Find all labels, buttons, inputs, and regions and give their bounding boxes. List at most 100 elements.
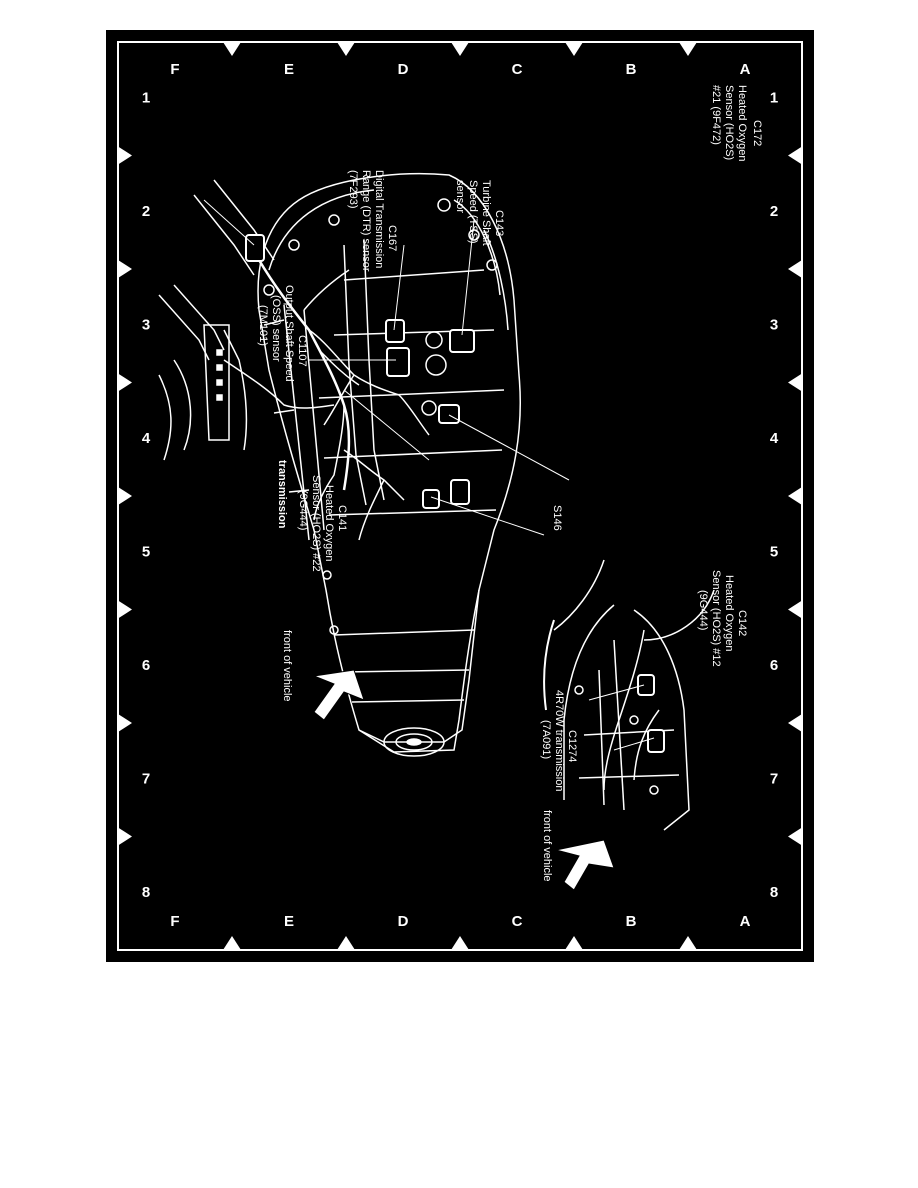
grid-row-left-D: D	[398, 61, 409, 78]
grid-col-top-8: 8	[770, 884, 778, 901]
c141-line-3: (9G444)	[297, 490, 309, 530]
c167-line-2: Range (DTR) sensor	[360, 170, 372, 272]
c172-line-3: #21 (9F472)	[710, 85, 722, 145]
grid-tick-left-1	[679, 42, 697, 56]
grid-tick-top-5	[788, 600, 802, 619]
c142-line-2: Sensor (HO2S) #12	[710, 570, 722, 667]
grid-tick-left-5	[223, 42, 241, 56]
grid-row-left-B: B	[626, 61, 637, 78]
label-c143: C143 Turbine Shaft Speed (TSS) sensor	[454, 180, 505, 246]
grid-row-right-E: E	[284, 913, 294, 930]
c1107-line-1: Output Shaft Speed	[283, 285, 295, 382]
grid-tick-top-4	[788, 487, 802, 505]
inset-drawing	[543, 559, 715, 831]
c172-line-2: Sensor (HO2S)	[723, 85, 735, 160]
grid-tick-right-3	[451, 936, 469, 950]
c141-line-2: Sensor (HO2S) #22	[310, 475, 322, 572]
c141-line-1: Heated Oxygen	[323, 485, 335, 561]
grid-col-bottom-5: 5	[142, 544, 150, 561]
c142-id: C142	[736, 610, 748, 636]
s146-id: S146	[551, 505, 563, 531]
grid-tick-left-4	[337, 42, 355, 56]
label-c141: C141 Heated Oxygen Sensor (HO2S) #22 (9G…	[297, 475, 348, 572]
c1274-line-2: (7A091)	[540, 720, 552, 759]
leader-lines	[203, 199, 655, 751]
grid-col-bottom-6: 6	[142, 657, 150, 674]
grid-row-right-A: A	[740, 913, 751, 930]
grid-row-right-B: B	[626, 913, 637, 930]
grid-row-right-D: D	[398, 913, 409, 930]
grid-tick-bottom-5	[118, 600, 132, 619]
c167-id: C167	[386, 225, 398, 251]
grid-col-bottom-2: 2	[142, 203, 150, 220]
grid-col-bottom-8: 8	[142, 884, 150, 901]
c142-line-1: Heated Oxygen	[723, 575, 735, 651]
front-arrow-main	[312, 669, 365, 721]
grid-tick-left-3	[451, 42, 469, 56]
grid-row-left-F: F	[170, 61, 179, 78]
grid-tick-bottom-7	[118, 827, 132, 846]
front-inset-text: front of vehicle	[541, 810, 553, 882]
c1107-line-3: (7M101)	[257, 305, 269, 346]
label-c1107: C1107 Output Shaft Speed (OSS) sensor (7…	[257, 285, 308, 382]
label-c172: C172 Heated Oxygen Sensor (HO2S) #21 (9F…	[710, 85, 763, 161]
label-front-inset: front of vehicle	[541, 810, 553, 882]
c1107-line-2: (OSS) sensor	[270, 295, 282, 362]
grid-col-top-7: 7	[770, 771, 778, 788]
grid-row-left-A: A	[740, 61, 751, 78]
c167-line-3: (7F293)	[347, 170, 359, 209]
grid-tick-bottom-3	[118, 373, 132, 392]
c143-id: C143	[493, 210, 505, 236]
grid-row-left-C: C	[512, 61, 523, 78]
grid-tick-bottom-4	[118, 487, 132, 505]
grid-col-top-1: 1	[770, 90, 778, 107]
label-c167: C167 Digital Transmission Range (DTR) se…	[347, 170, 398, 272]
grid-col-bottom-1: 1	[142, 90, 150, 107]
c142-line-3: (9G444)	[697, 590, 709, 630]
grid-tick-bottom-2	[118, 260, 132, 278]
c1274-id: C1274	[566, 730, 578, 762]
grid-tick-right-2	[565, 936, 583, 950]
grid-col-bottom-3: 3	[142, 317, 150, 334]
grid-row-right-C: C	[512, 913, 523, 930]
front-main-text: front of vehicle	[281, 630, 293, 702]
grid-row-left-E: E	[284, 61, 294, 78]
c172-id: C172	[751, 120, 763, 146]
c1274-line-1: 4R70W transmission	[553, 690, 565, 791]
grid-tick-right-4	[337, 936, 355, 950]
c143-line-3: sensor	[454, 180, 466, 213]
grid-tick-top-6	[788, 714, 802, 732]
label-c142: C142 Heated Oxygen Sensor (HO2S) #12 (9G…	[697, 570, 748, 667]
c167-line-1: Digital Transmission	[373, 170, 385, 268]
grid-col-top-2: 2	[770, 203, 778, 220]
grid-col-bottom-7: 7	[142, 771, 150, 788]
grid-row-right-F: F	[170, 913, 179, 930]
c143-line-1: Turbine Shaft	[480, 180, 492, 246]
grid-tick-right-1	[679, 936, 697, 950]
transmission-label: transmission	[276, 460, 288, 529]
grid-tick-bottom-1	[118, 146, 132, 165]
c143-line-2: Speed (TSS)	[467, 180, 479, 244]
label-c1274: C1274 4R70W transmission (7A091)	[540, 690, 578, 791]
grid-col-top-6: 6	[770, 657, 778, 674]
label-transmission: transmission	[276, 460, 288, 529]
grid-tick-top-3	[788, 373, 802, 392]
c172-line-1: Heated Oxygen	[736, 85, 748, 161]
label-front-main: front of vehicle	[281, 630, 293, 702]
grid-col-top-3: 3	[770, 317, 778, 334]
front-arrow-inset	[555, 839, 615, 891]
label-s146: S146	[551, 505, 563, 531]
grid-col-top-4: 4	[770, 430, 779, 447]
grid-tick-bottom-6	[118, 714, 132, 732]
c141-id: C141	[336, 505, 348, 531]
grid-col-top-5: 5	[770, 544, 778, 561]
grid-tick-left-2	[565, 42, 583, 56]
grid-tick-top-2	[788, 260, 802, 278]
grid-col-bottom-4: 4	[142, 430, 151, 447]
grid-tick-right-5	[223, 936, 241, 950]
grid-tick-top-1	[788, 146, 802, 165]
